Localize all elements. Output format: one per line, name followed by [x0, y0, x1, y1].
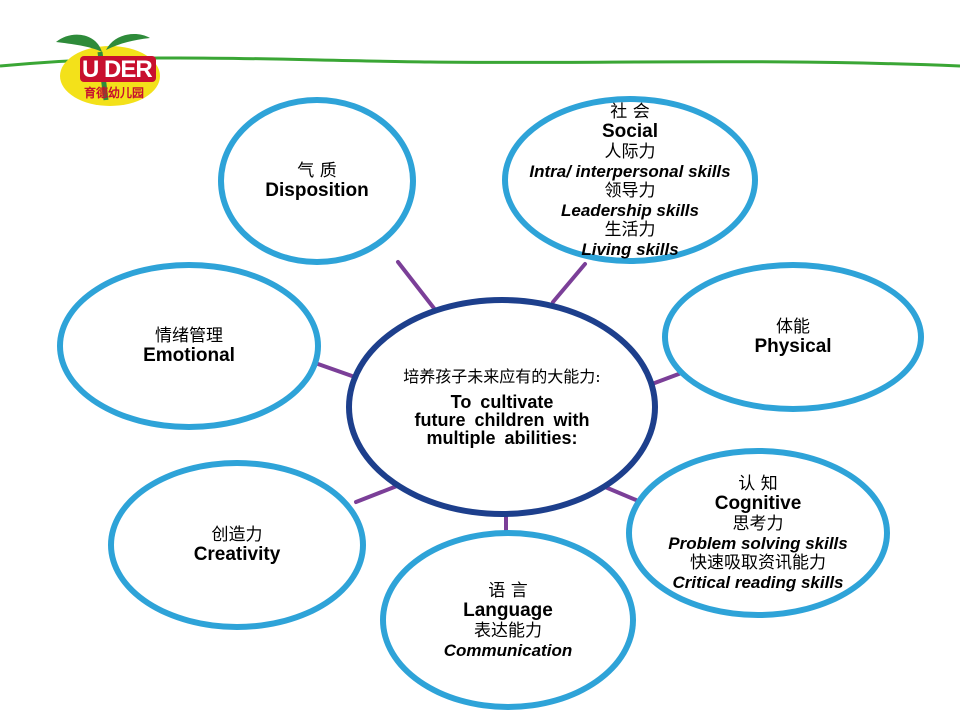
language-sub-1-en: Communication	[443, 640, 573, 660]
yuder-logo: U DER 育德幼儿园	[50, 28, 162, 108]
logo-mark	[56, 34, 160, 106]
creativity-zh: 创造力	[211, 525, 263, 545]
node-language: 语 言 Language 表达能力 Communication	[380, 530, 636, 710]
connector-disposition	[396, 260, 442, 318]
node-creativity: 创造力 Creativity	[108, 460, 366, 630]
creativity-en: Creativity	[193, 544, 281, 565]
social-en: Social	[602, 120, 658, 142]
social-sub-1-en: Intra/ interpersonal skills	[529, 161, 731, 181]
language-en: Language	[463, 599, 553, 621]
social-sub-2-zh: 领导力	[604, 180, 656, 201]
cognitive-sub-1-en: Problem solving skills	[668, 534, 848, 553]
social-sub-3-zh: 生活力	[604, 219, 656, 240]
emotional-en: Emotional	[143, 345, 235, 366]
center-en-line-3: multiple abilities:	[426, 428, 578, 448]
emotional-zh: 情绪管理	[155, 326, 223, 346]
node-emotional: 情绪管理 Emotional	[57, 262, 321, 430]
cognitive-sub-2-en: Critical reading skills	[672, 573, 844, 592]
social-sub-2-en: Leadership skills	[561, 200, 699, 220]
center-en-line-2: future children with	[414, 410, 590, 430]
social-sub-1-zh: 人际力	[604, 141, 656, 162]
language-sub-1-zh: 表达能力	[474, 620, 542, 641]
disposition-zh: 气 质	[297, 161, 337, 181]
physical-en: Physical	[754, 336, 832, 357]
cognitive-zh: 认 知	[738, 474, 778, 494]
connector-emotional	[316, 362, 354, 378]
logo-name-zh: 育德幼儿园	[84, 86, 145, 100]
language-zh: 语 言	[488, 580, 528, 601]
social-zh: 社 会	[610, 101, 650, 122]
center-en-line-1: To cultivate	[450, 392, 554, 412]
node-social: 社 会 Social 人际力 Intra/ interpersonal skil…	[502, 96, 758, 264]
node-physical: 体能 Physical	[662, 262, 924, 412]
logo-brand-text: U DER	[82, 56, 153, 83]
node-center: 培养孩子未来应有的大能力: To cultivate future childr…	[346, 297, 658, 517]
center-zh: 培养孩子未来应有的大能力:	[403, 367, 601, 386]
node-disposition: 气 质 Disposition	[218, 97, 416, 265]
disposition-en: Disposition	[265, 180, 369, 201]
cognitive-sub-1-zh: 思考力	[732, 514, 784, 534]
connector-social	[551, 262, 587, 304]
node-cognitive: 认 知 Cognitive 思考力 Problem solving skills…	[626, 448, 890, 618]
cognitive-en: Cognitive	[714, 493, 802, 514]
cognitive-sub-2-zh: 快速吸取资讯能力	[690, 553, 826, 573]
physical-zh: 体能	[776, 317, 810, 337]
social-sub-3-en: Living skills	[581, 239, 679, 259]
